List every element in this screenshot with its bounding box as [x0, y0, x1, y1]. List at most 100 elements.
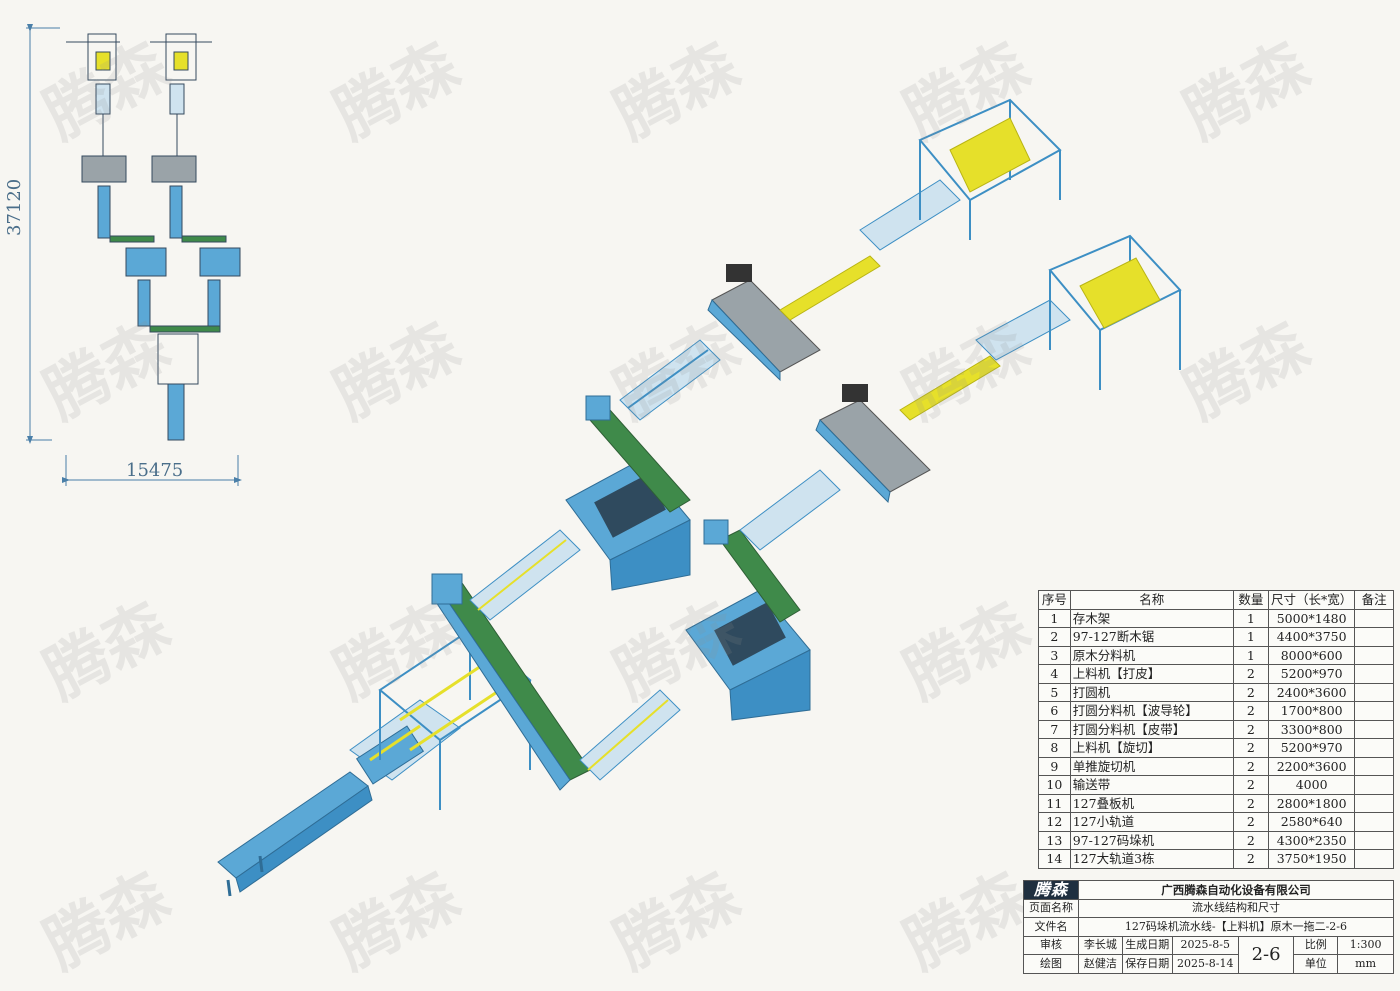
bom-note	[1354, 756, 1394, 776]
page-name: 流水线结构和尺寸	[1077, 898, 1395, 918]
file-name: 127码垛机流水线-【上料机】原木一拖二-2-6	[1077, 917, 1395, 937]
bom-name: 97-127码垛机	[1069, 830, 1234, 850]
unit: mm	[1337, 954, 1394, 974]
bom-name: 打圆分料机【波导轮】	[1069, 701, 1234, 721]
bom-index: 2	[1038, 627, 1071, 647]
bom-name: 输送带	[1069, 775, 1234, 795]
bom-size: 2200*3600	[1268, 756, 1356, 776]
bom-note	[1354, 849, 1394, 869]
bom-name: 打圆分料机【皮带】	[1069, 719, 1234, 739]
bom-note	[1354, 664, 1394, 684]
scale: 1:300	[1337, 935, 1394, 955]
bom-name: 97-127断木锯	[1069, 627, 1234, 647]
bom-qty: 1	[1232, 608, 1270, 628]
bom-index: 1	[1038, 608, 1071, 628]
bom-qty: 2	[1232, 701, 1270, 721]
bom-note	[1354, 793, 1394, 813]
bom-index: 10	[1038, 775, 1071, 795]
bom-index: 11	[1038, 793, 1071, 813]
bom-note	[1354, 830, 1394, 850]
lower-branch	[579, 234, 1182, 781]
bom-name: 127大轨道3栋	[1069, 849, 1234, 869]
review-label: 审核	[1023, 935, 1079, 955]
bom-note	[1354, 627, 1394, 647]
cross-cut-saw	[349, 699, 461, 785]
company-name: 广西腾森自动化设备有限公司	[1077, 880, 1395, 900]
bom-index: 4	[1038, 664, 1071, 684]
bom-index: 5	[1038, 682, 1071, 702]
bom-note	[1354, 645, 1394, 665]
bom-size: 5200*970	[1268, 664, 1356, 684]
width-dimension: 15475	[126, 460, 184, 481]
bom-qty: 2	[1232, 682, 1270, 702]
bom-qty: 1	[1232, 645, 1270, 665]
bom-index: 9	[1038, 756, 1071, 776]
bom-size: 4300*2350	[1268, 830, 1356, 850]
upper-branch	[469, 98, 1062, 621]
drawing-label: 绘图	[1023, 954, 1079, 974]
title-block: 腾森 广西腾森自动化设备有限公司 页面名称 流水线结构和尺寸 文件名 127码垛…	[1023, 880, 1395, 974]
file-name-label: 文件名	[1023, 917, 1079, 937]
bom-size: 5200*970	[1268, 738, 1356, 758]
bom-index: 7	[1038, 719, 1071, 739]
bom-note	[1354, 812, 1394, 832]
bom-note	[1354, 701, 1394, 721]
bom-name: 原木分料机	[1069, 645, 1234, 665]
bom-name: 上料机【打皮】	[1069, 664, 1234, 684]
bom-header-note: 备注	[1354, 590, 1394, 610]
bom-qty: 2	[1232, 849, 1270, 869]
bom-size: 8000*600	[1268, 645, 1356, 665]
sheet-number: 2-6	[1237, 935, 1295, 974]
scale-label: 比例	[1293, 935, 1339, 955]
bom-header-qty: 数量	[1232, 590, 1270, 610]
bom-index: 3	[1038, 645, 1071, 665]
bom-size: 3750*1950	[1268, 849, 1356, 869]
isometric-line	[217, 98, 1182, 897]
bom-index: 12	[1038, 812, 1071, 832]
bom-qty: 2	[1232, 830, 1270, 850]
bom-size: 2400*3600	[1268, 682, 1356, 702]
created-label: 生成日期	[1121, 935, 1173, 955]
bom-header-index: 序号	[1038, 590, 1071, 610]
bom-qty: 2	[1232, 719, 1270, 739]
bom-qty: 2	[1232, 793, 1270, 813]
bom-name: 上料机【旋切】	[1069, 738, 1234, 758]
plan-view	[26, 24, 242, 486]
bom-size: 5000*1480	[1268, 608, 1356, 628]
bom-note	[1354, 775, 1394, 795]
drafter: 赵健洁	[1077, 954, 1123, 974]
bom-size: 2580*640	[1268, 812, 1356, 832]
bom-qty: 2	[1232, 812, 1270, 832]
bom-qty: 2	[1232, 756, 1270, 776]
bom-qty: 2	[1232, 738, 1270, 758]
bom-name: 打圆机	[1069, 682, 1234, 702]
bom-index: 8	[1038, 738, 1071, 758]
saved-label: 保存日期	[1121, 954, 1173, 974]
created-date: 2025-8-5	[1171, 935, 1239, 955]
page-name-label: 页面名称	[1023, 898, 1079, 918]
bom-qty: 1	[1232, 627, 1270, 647]
bom-note	[1354, 608, 1394, 628]
bom-size: 2800*1800	[1268, 793, 1356, 813]
saved-date: 2025-8-14	[1171, 954, 1239, 974]
company-logo: 腾森	[1023, 880, 1079, 900]
bom-index: 14	[1038, 849, 1071, 869]
bom-note	[1354, 719, 1394, 739]
bom-name: 单推旋切机	[1069, 756, 1234, 776]
bom-size: 4000	[1268, 775, 1356, 795]
bom-header-row: 序号 名称 数量 尺寸（长*宽） 备注	[1038, 590, 1394, 610]
